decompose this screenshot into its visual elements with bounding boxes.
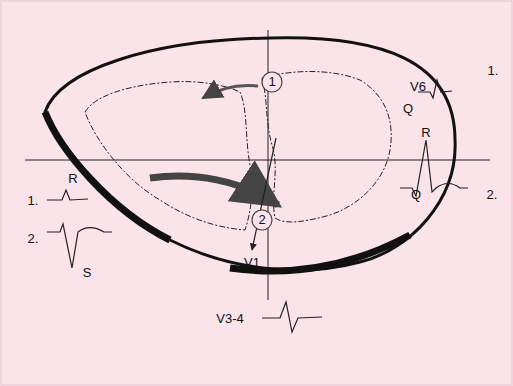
axis-line (25, 160, 490, 161)
vector-arrow (203, 86, 258, 99)
lead-label: Q (403, 102, 413, 115)
ecg-trace (400, 140, 468, 196)
lead-label: R (68, 172, 77, 185)
axis-line (268, 30, 269, 300)
lead-label: 1. (488, 64, 499, 77)
ecg-trace (262, 302, 322, 332)
ecg-trace (47, 190, 88, 200)
ecg-trace (47, 224, 112, 268)
heart-outline (45, 38, 455, 270)
lead-axis (252, 138, 276, 250)
callout-number: 1 (261, 71, 283, 93)
callout-number: 2 (251, 209, 273, 231)
lead-label: Q (411, 188, 421, 201)
lead-label: 2. (487, 188, 498, 201)
lead-label: V3-4 (216, 312, 243, 325)
lead-label: V1 (244, 256, 260, 269)
callout-circle: 2 (251, 209, 273, 231)
lead-label: 2. (28, 232, 39, 245)
lead-label: R (421, 126, 430, 139)
lead-label: V6 (410, 80, 426, 93)
lead-label: 1. (28, 194, 39, 207)
left-cavity (85, 82, 252, 230)
vector-arrow (150, 176, 278, 205)
right-cavity (262, 72, 391, 222)
heart-wall-thick (230, 235, 410, 271)
lead-label: S (83, 266, 92, 279)
callout-circle: 1 (261, 71, 283, 93)
